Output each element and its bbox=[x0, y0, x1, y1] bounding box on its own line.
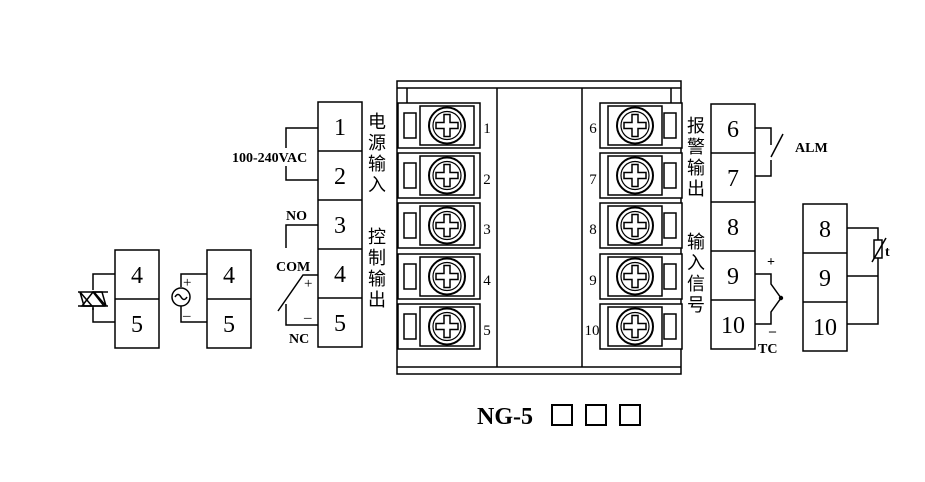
ac-source-icon: + – bbox=[171, 273, 207, 324]
svg-text:输: 输 bbox=[368, 269, 386, 290]
power-input-label: 电 源 输 入 bbox=[368, 112, 386, 196]
left-terminal-5: 5 bbox=[334, 311, 346, 337]
left-terminal-3: 3 bbox=[334, 213, 346, 239]
suffix-box bbox=[619, 404, 641, 426]
supply-voltage-label: 100-240VAC bbox=[232, 151, 307, 166]
relay-no-label: NO bbox=[286, 209, 307, 224]
model-title: NG-5 bbox=[477, 404, 641, 430]
ssr-terminal-block: 4 5 bbox=[114, 249, 160, 349]
right-terminal-10: 10 bbox=[721, 313, 745, 339]
relay-com-label: COM bbox=[276, 260, 310, 275]
svg-text:10: 10 bbox=[585, 323, 600, 339]
suffix-box bbox=[585, 404, 607, 426]
alarm-output-label: 报 警 输 出 bbox=[687, 116, 705, 200]
tc-label: TC bbox=[758, 342, 777, 357]
ac-terminal-block: 4 5 bbox=[206, 249, 252, 349]
ac-plus-sign: + bbox=[183, 275, 191, 291]
device-terminals-right bbox=[599, 102, 683, 350]
screw-terminal-icon bbox=[599, 202, 683, 249]
screw-terminal-icon bbox=[599, 152, 683, 199]
alarm-contact-wiring: ALM bbox=[755, 127, 828, 177]
svg-text:输: 输 bbox=[687, 158, 705, 179]
screw-terminal-icon bbox=[397, 152, 481, 199]
right-terminal-8: 8 bbox=[727, 215, 739, 241]
ac-minus-sign: – bbox=[182, 308, 191, 324]
svg-text:号: 号 bbox=[687, 295, 705, 316]
screw-terminal-icon bbox=[397, 202, 481, 249]
device-numbers-left: 1 2 3 4 5 bbox=[483, 121, 491, 339]
svg-text:制: 制 bbox=[368, 248, 386, 269]
screw-terminal-icon bbox=[599, 303, 683, 350]
rtd-terminal-10: 10 bbox=[813, 315, 837, 341]
svg-text:9: 9 bbox=[589, 273, 597, 289]
right-terminal-9: 9 bbox=[727, 264, 739, 290]
tc-minus-sign: – bbox=[768, 324, 777, 339]
suffix-box bbox=[551, 404, 573, 426]
svg-text:入: 入 bbox=[687, 253, 705, 274]
relay-nc-label: NC bbox=[289, 332, 309, 347]
svg-text:源: 源 bbox=[368, 133, 386, 154]
right-terminal-7: 7 bbox=[727, 166, 739, 192]
device-terminals-left bbox=[397, 102, 481, 350]
svg-text:入: 入 bbox=[368, 175, 386, 196]
rtd-terminal-block: 8 9 10 bbox=[802, 203, 848, 352]
left-terminal-4: 4 bbox=[334, 262, 346, 288]
ac-terminal-5: 5 bbox=[223, 312, 235, 338]
device-numbers-right: 6 7 8 9 10 bbox=[585, 121, 600, 339]
svg-text:7: 7 bbox=[589, 172, 597, 188]
svg-text:报: 报 bbox=[687, 116, 705, 137]
svg-text:2: 2 bbox=[483, 172, 491, 188]
input-signal-label: 输 入 信 号 bbox=[687, 232, 705, 316]
right-terminal-block: 6 7 8 9 10 bbox=[710, 103, 756, 350]
svg-text:电: 电 bbox=[368, 112, 386, 133]
svg-text:8: 8 bbox=[589, 222, 597, 238]
control-output-label: 控 制 输 出 bbox=[368, 227, 386, 311]
svg-text:控: 控 bbox=[368, 227, 386, 248]
ssr-terminal-4: 4 bbox=[131, 263, 143, 289]
rtd-t-label: t bbox=[885, 245, 890, 260]
thermocouple-wiring: + – TC bbox=[755, 255, 784, 357]
svg-text:5: 5 bbox=[483, 323, 491, 339]
screw-terminal-icon bbox=[397, 253, 481, 300]
left-terminal-block: 1 2 3 4 5 bbox=[317, 101, 363, 348]
right-terminal-6: 6 bbox=[727, 117, 739, 143]
svg-text:1: 1 bbox=[483, 121, 491, 137]
model-suffix-boxes bbox=[551, 404, 641, 426]
screw-terminal-icon bbox=[397, 102, 481, 149]
svg-text:警: 警 bbox=[687, 137, 705, 158]
left-terminal-2: 2 bbox=[334, 164, 346, 190]
alarm-label: ALM bbox=[795, 141, 828, 156]
svg-text:出: 出 bbox=[687, 179, 705, 200]
svg-text:输: 输 bbox=[368, 154, 386, 175]
svg-text:4: 4 bbox=[483, 273, 491, 289]
model-name: NG-5 bbox=[477, 404, 533, 430]
tc-plus-sign: + bbox=[767, 255, 775, 270]
screw-terminal-icon bbox=[599, 253, 683, 300]
rtd-terminal-8: 8 bbox=[819, 217, 831, 243]
rtd-terminal-9: 9 bbox=[819, 266, 831, 292]
triac-icon bbox=[78, 273, 115, 323]
screw-terminal-icon bbox=[599, 102, 683, 149]
relay-plus-sign: + bbox=[304, 276, 312, 292]
screw-terminal-icon bbox=[397, 303, 481, 350]
ssr-terminal-5: 5 bbox=[131, 312, 143, 338]
power-supply-wiring: 100-240VAC bbox=[232, 127, 318, 181]
svg-text:输: 输 bbox=[687, 232, 705, 253]
svg-text:6: 6 bbox=[589, 121, 597, 137]
ac-terminal-4: 4 bbox=[223, 263, 235, 289]
svg-text:信: 信 bbox=[687, 274, 705, 295]
svg-text:3: 3 bbox=[483, 222, 491, 238]
relay-output-wiring: NO COM + – NC bbox=[276, 209, 318, 347]
svg-text:出: 出 bbox=[368, 290, 386, 311]
left-terminal-1: 1 bbox=[334, 115, 346, 141]
relay-minus-sign: – bbox=[303, 310, 312, 326]
rtd-sensor-icon: t bbox=[847, 227, 890, 325]
